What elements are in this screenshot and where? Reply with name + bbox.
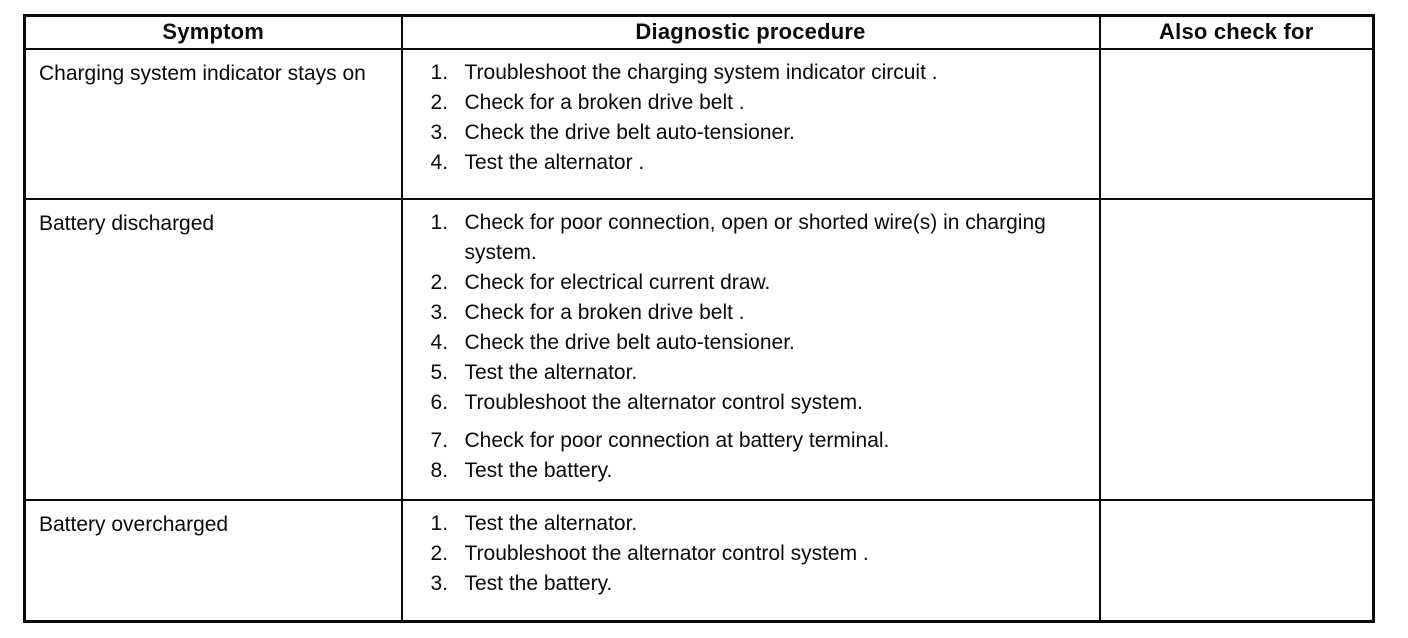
- procedure-step: Check for poor connection, open or short…: [431, 208, 1046, 264]
- symptom-cell: Charging system indicator stays on: [23, 47, 403, 200]
- also-check-cell: [1098, 498, 1375, 623]
- also-check-cell: [1098, 197, 1375, 501]
- procedure-step: Check for a broken drive belt .: [431, 88, 745, 118]
- table-row-charging-indicator: Charging system indicator stays on Troub…: [23, 47, 1375, 200]
- procedure-step: Test the alternator.: [431, 358, 638, 388]
- procedure-step: Troubleshoot the alternator control syst…: [431, 539, 869, 569]
- procedure-steps-list: Check for poor connection, open or short…: [431, 208, 1085, 486]
- procedure-cell: Test the alternator. Troubleshoot the al…: [400, 498, 1101, 623]
- column-header-also-check-for: Also check for: [1098, 14, 1375, 50]
- procedure-cell: Check for poor connection, open or short…: [400, 197, 1101, 501]
- diagnostic-table: Symptom Diagnostic procedure Also check …: [23, 14, 1375, 623]
- table-row-battery-discharged: Battery discharged Check for poor connec…: [23, 197, 1375, 501]
- procedure-step: Check for a broken drive belt .: [431, 298, 745, 328]
- table-row-battery-overcharged: Battery overcharged Test the alternator.…: [23, 498, 1375, 623]
- column-header-symptom: Symptom: [23, 14, 403, 50]
- procedure-step: Troubleshoot the alternator control syst…: [431, 388, 863, 418]
- procedure-step: Test the battery.: [431, 569, 613, 599]
- procedure-step: Troubleshoot the charging system indicat…: [431, 58, 938, 88]
- symptom-cell: Battery discharged: [23, 197, 403, 501]
- procedure-steps-list: Test the alternator. Troubleshoot the al…: [431, 509, 1085, 599]
- procedure-step: Check for poor connection at battery ter…: [431, 426, 890, 456]
- column-header-diagnostic-procedure: Diagnostic procedure: [400, 14, 1101, 50]
- procedure-step: Check the drive belt auto-tensioner.: [431, 328, 795, 358]
- procedure-steps-list: Troubleshoot the charging system indicat…: [431, 58, 1085, 178]
- symptom-cell: Battery overcharged: [23, 498, 403, 623]
- procedure-step: Check for electrical current draw.: [431, 268, 771, 298]
- procedure-step: Test the alternator .: [431, 148, 645, 178]
- procedure-step: Test the battery.: [431, 456, 613, 486]
- header-row: Symptom Diagnostic procedure Also check …: [23, 14, 1375, 50]
- also-check-cell: [1098, 47, 1375, 200]
- procedure-cell: Troubleshoot the charging system indicat…: [400, 47, 1101, 200]
- procedure-step: Check the drive belt auto-tensioner.: [431, 118, 795, 148]
- procedure-step: Test the alternator.: [431, 509, 638, 539]
